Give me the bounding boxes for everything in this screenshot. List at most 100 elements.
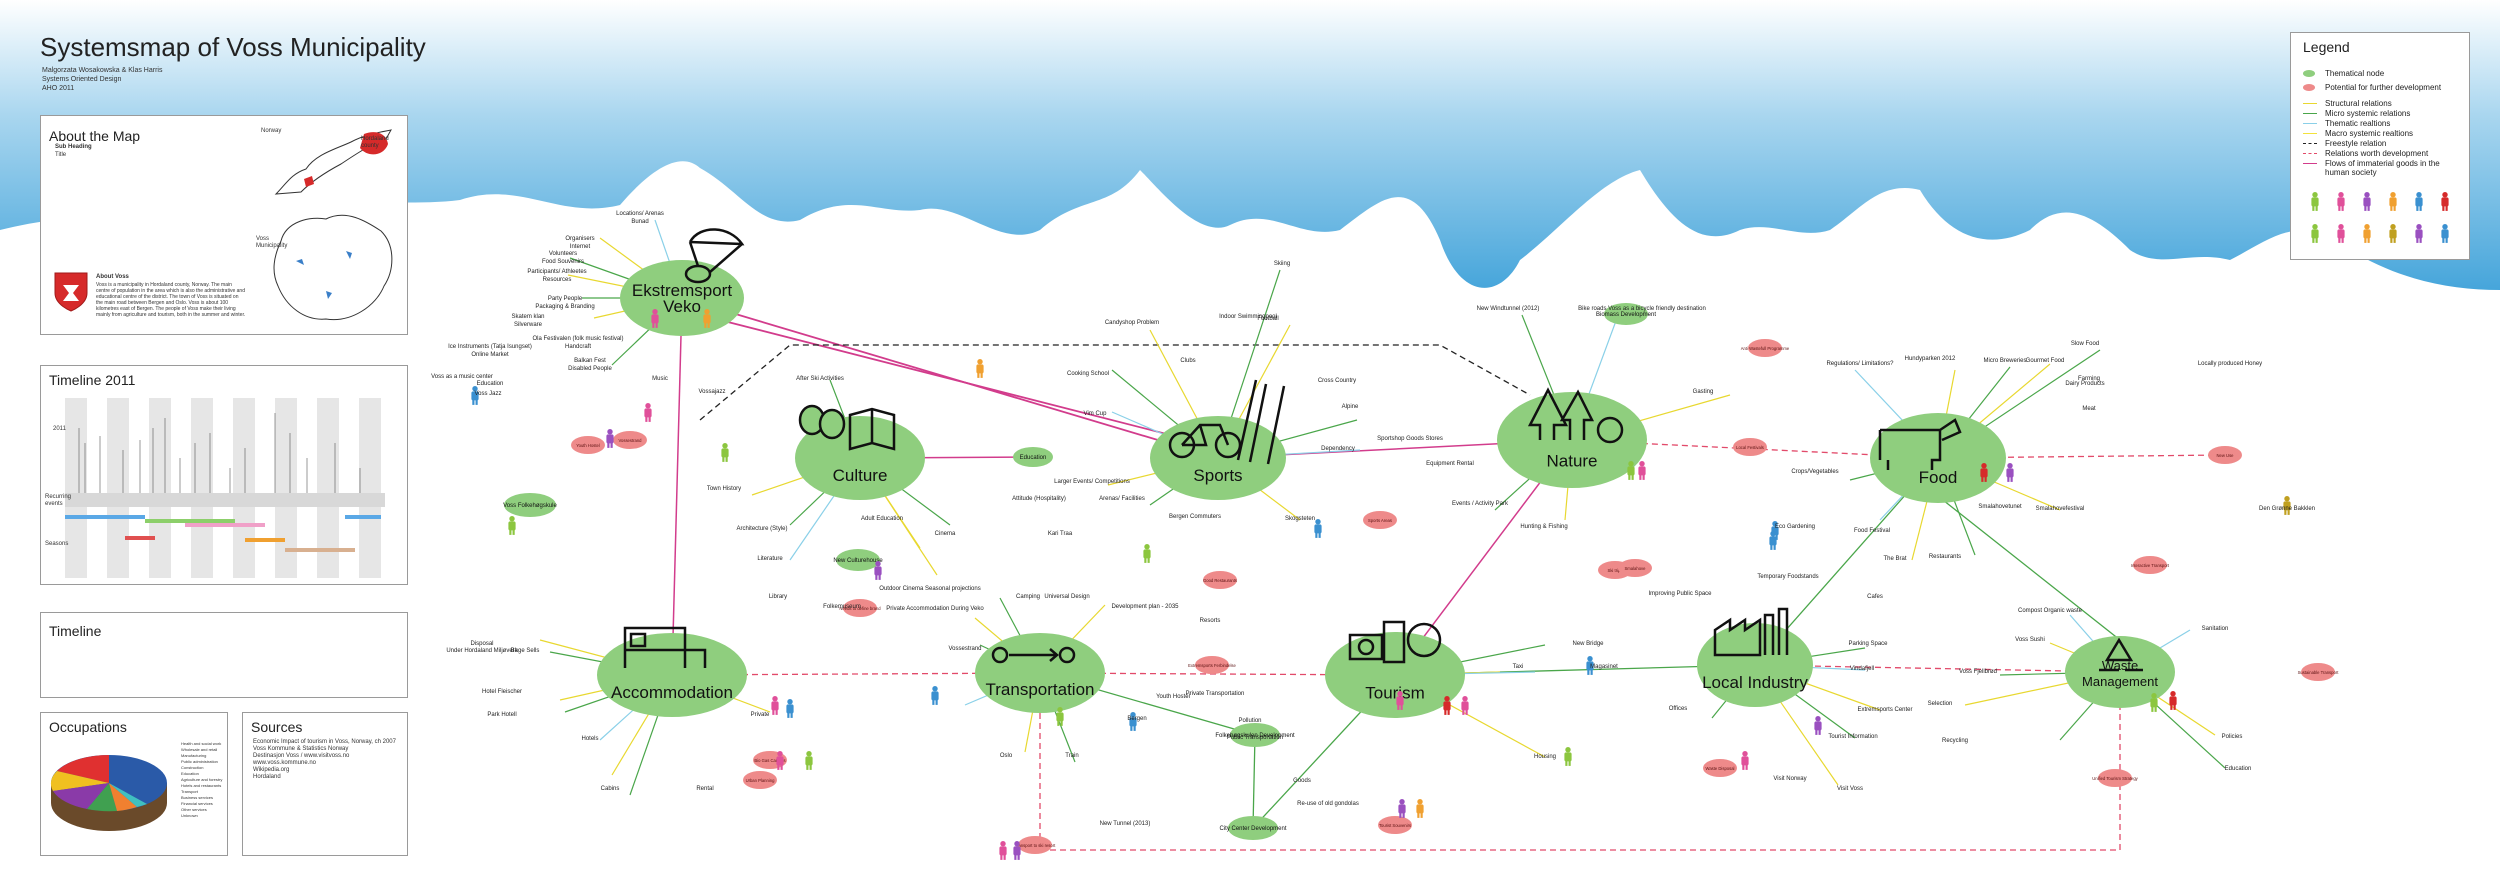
legend-item: Micro systemic relations: [2303, 109, 2410, 118]
new_culture_house-node-label: New Culturehouse: [833, 558, 883, 564]
person-icon: [1129, 712, 1137, 731]
map-label: Crops/Vegetables: [1791, 469, 1838, 475]
map-label: Organisers: [565, 236, 594, 242]
map-label: Food Festival: [1854, 528, 1890, 534]
potential-node: [1018, 836, 1052, 854]
person-icon: [1627, 461, 1635, 480]
legend-swatch: [2303, 123, 2317, 125]
potential-node-label: Youth Hostel: [576, 443, 600, 448]
occ-legend-item: Education: [181, 771, 199, 776]
person-icon: [1814, 716, 1822, 735]
source-item: Destinasjon Voss / www.visitvoss.no: [253, 753, 350, 759]
person-icon: [1314, 519, 1322, 538]
person-icon: [2337, 192, 2345, 211]
potential-node-label: Anti Wastefull Programme: [1741, 346, 1790, 351]
map-label: Visit Voss: [1837, 786, 1863, 792]
city_center-node: [1228, 816, 1278, 840]
person-icon: [805, 751, 813, 770]
occ-legend-item: Construction: [181, 765, 204, 770]
education-node: [1013, 447, 1053, 467]
transportation-node: [975, 633, 1105, 713]
map-label: Football: [1257, 316, 1278, 322]
voss-coat-of-arms-icon: [54, 272, 88, 312]
occupations-pie-chart: [50, 755, 167, 831]
map-label: Resources: [543, 277, 572, 283]
sources-heading: Sources: [251, 719, 303, 735]
potential-node-label: Needs to define brand: [839, 606, 881, 611]
map-label: Alpine: [1342, 404, 1359, 410]
potential-node-label: Tourist Souvenirs: [1379, 823, 1411, 828]
sports-node-label: Sports: [1193, 466, 1242, 485]
food-node: [1870, 413, 2006, 503]
map-label: Camping: [1016, 594, 1040, 600]
map-label: Under Hordaland Miljøverk: [446, 648, 518, 654]
map-label: Smalahovefestival: [2036, 506, 2085, 512]
person-icon: [2363, 192, 2371, 211]
map-label: Farming: [2078, 376, 2100, 382]
map-label: Policies: [2222, 734, 2243, 740]
map-label: Hotel Fleischer: [482, 689, 522, 695]
occ-legend-item: Unknown: [181, 813, 198, 818]
person-icon: [2006, 463, 2014, 482]
legend-label: Potential for further development: [2325, 83, 2442, 92]
person-icon: [999, 841, 1007, 860]
map-label: Ola Festivalen (folk music festival): [532, 336, 623, 342]
camera-info-icon: [1348, 620, 1442, 664]
potential-node: [1195, 656, 1229, 674]
map-label: Train: [1065, 753, 1078, 759]
about-sub-small: Title: [55, 152, 67, 158]
map-label: Universal Design: [1044, 594, 1089, 600]
map-label: Housing: [1534, 754, 1556, 760]
culture-node-label: Culture: [833, 466, 888, 485]
voss_folkehogskule-node-label: Voss Folkehøgskule: [503, 503, 557, 509]
person-icon: [2169, 691, 2177, 710]
person-icon: [606, 429, 614, 448]
potential-node: [1203, 571, 1237, 589]
voss-municipality-label: Voss Municipality: [256, 236, 288, 249]
legend-label: Macro systemic realtions: [2325, 129, 2414, 138]
map-label: Bike roads Voss as a bicycle friendly de…: [1578, 306, 1706, 312]
potential-node: [1618, 559, 1652, 577]
map-label: Den Grønne Bakklen: [2259, 506, 2315, 512]
person-icon: [1143, 544, 1151, 563]
nature-node: [1497, 392, 1647, 488]
factory-icon: [1713, 607, 1789, 657]
map-label: Temporary Foodstands: [1757, 574, 1818, 580]
about-sub: Sub Heading: [55, 144, 92, 150]
map-label: Indoor Swimmingpool: [1219, 314, 1277, 320]
map-label: Meat: [2082, 406, 2096, 412]
person-icon: [1013, 841, 1021, 860]
map-label: Recycling: [1942, 738, 1968, 744]
map-label: Participants/ Athleetes: [527, 269, 586, 275]
map-label: Smalahovetunet: [1978, 504, 2022, 510]
map-label: Park Hotell: [487, 712, 516, 718]
biomass-node: [1604, 303, 1648, 325]
map-label: Skogsteten: [1285, 516, 1315, 522]
legend-item: Macro systemic realtions: [2303, 129, 2413, 138]
occ-legend-item: Health and social work: [181, 741, 222, 746]
person-icon: [1396, 691, 1404, 710]
timeline-row-seasons: Seasons: [45, 541, 69, 547]
relation-line: [671, 297, 683, 676]
map-label: Library: [769, 594, 787, 600]
person-icon: [2415, 224, 2423, 243]
potential-node-label: Smalahove: [1625, 566, 1647, 571]
a-to-b-icon: [991, 646, 1076, 664]
occ-legend-item: Transport: [181, 789, 198, 794]
legend-label: Freestyle relation: [2325, 139, 2387, 148]
person-icon: [976, 359, 984, 378]
new_culture_house-node: [836, 549, 880, 571]
recycle-icon: [2099, 637, 2143, 672]
legend-swatch: [2303, 143, 2317, 145]
sources-panel: Sources Economic Impact of tourism in Vo…: [242, 712, 408, 856]
folkehuset-node: [1230, 723, 1280, 747]
map-label: Oslo: [1000, 753, 1013, 759]
hordaland-label: Hordaland county: [361, 136, 389, 149]
potential-node-label: Unified Tourism Strategy: [2092, 776, 2138, 781]
nature-node-label: Nature: [1546, 451, 1597, 470]
map-label: Vossestrand: [948, 646, 981, 652]
potential-node: [2133, 556, 2167, 574]
page-title: Systemsmap of Voss Municipality: [40, 32, 426, 62]
map-label: Bage Sells: [511, 648, 540, 654]
